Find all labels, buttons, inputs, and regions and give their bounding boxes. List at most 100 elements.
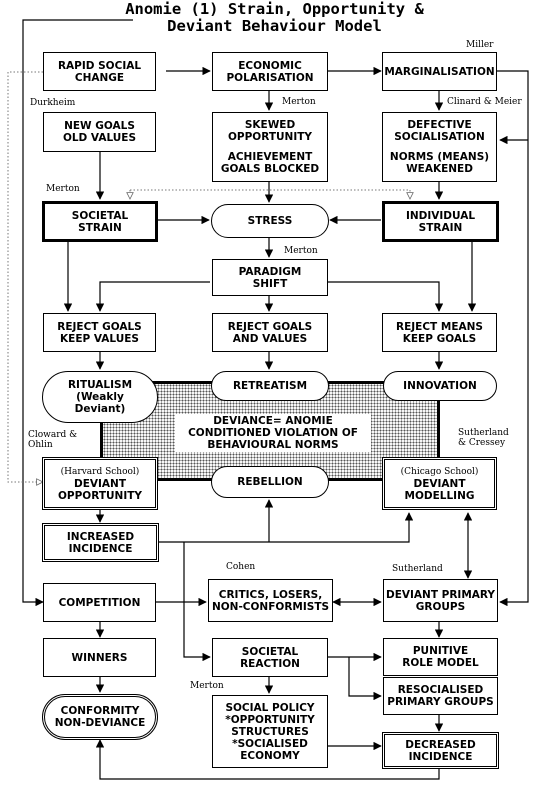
node-text: SOCIETAL: [241, 645, 299, 658]
node-punitive-role-model: PUNITIVE ROLE MODEL: [383, 638, 498, 676]
node-text: RAPID SOCIAL: [57, 59, 142, 72]
label-sutherland: Sutherland: [392, 564, 443, 574]
node-text: STRESS: [247, 215, 293, 227]
node-text: ECONOMY: [240, 749, 300, 762]
node-text: REJECT MEANS: [396, 320, 483, 333]
deviance-line: CONDITIONED VIOLATION OF: [188, 427, 358, 439]
school-label: (Chicago School): [400, 466, 479, 477]
node-text: INDIVIDUAL: [405, 209, 476, 222]
node-text: DEVIANT: [74, 477, 126, 490]
node-text: RITUALISM: [67, 379, 133, 391]
node-text: NEW GOALS: [64, 120, 135, 132]
node-text: OPPORTUNITY: [227, 131, 312, 143]
node-text: OLD VALUES: [62, 132, 137, 144]
title-line-2: Deviant Behaviour Model: [167, 17, 382, 35]
node-innovation: INNOVATION: [383, 371, 497, 401]
label-merton: Merton: [190, 681, 224, 691]
node-text: GOALS BLOCKED: [220, 163, 320, 175]
node-marginalisation: MARGINALISATION: [382, 52, 497, 91]
node-text: DEVIANT: [413, 477, 466, 490]
title-line-1: Anomie (1) Strain, Opportunity &: [125, 0, 424, 18]
node-defective-socialisation: DEFECTIVE SOCIALISATION NORMS (MEANS) WE…: [382, 112, 497, 182]
label-merton: Merton: [284, 246, 318, 256]
node-text: INCIDENCE: [408, 750, 473, 763]
node-societal-reaction: SOCIETAL REACTION: [212, 638, 328, 677]
node-increased-incidence: INCREASED INCIDENCE: [42, 523, 159, 562]
node-new-goals-old-values: NEW GOALS OLD VALUES: [43, 112, 156, 152]
node-text: RESOCIALISED: [397, 684, 484, 696]
node-text: INCIDENCE: [68, 542, 133, 555]
node-text: CHANGE: [74, 71, 125, 84]
node-text: INCREASED: [66, 530, 135, 543]
node-text: PUNITIVE: [412, 645, 469, 657]
node-ritualism: RITUALISM (Weakly Deviant): [42, 371, 158, 423]
node-text: NON-CONFORMISTS: [211, 600, 330, 613]
node-text: PARADIGM: [238, 265, 302, 278]
node-text: PRIMARY GROUPS: [387, 696, 494, 708]
node-reject-means-keep-goals: REJECT MEANS KEEP GOALS: [382, 313, 497, 352]
deviance-line: DEVIANCE= ANOMIE: [213, 415, 333, 427]
label-line: Ohlin: [28, 440, 53, 450]
node-text: NON-DEVIANCE: [54, 717, 146, 729]
node-text: MODELLING: [404, 489, 475, 502]
node-text: REJECT GOALS: [57, 320, 142, 333]
node-text: WINNERS: [71, 651, 128, 664]
node-text: DEVIANT PRIMARY: [385, 588, 496, 601]
node-text: MARGINALISATION: [384, 65, 495, 78]
node-text: SHIFT: [252, 277, 288, 290]
node-text: CRITICS, LOSERS,: [218, 588, 323, 601]
node-reject-goals-and-values: REJECT GOALS AND VALUES: [212, 313, 328, 352]
node-text: *OPPORTUNITY: [225, 713, 315, 726]
deviance-line: BEHAVIOURAL NORMS: [207, 439, 339, 451]
node-text: AND VALUES: [232, 332, 308, 345]
node-text: REBELLION: [237, 476, 303, 488]
label-durkheim: Durkheim: [30, 98, 76, 108]
node-text: REACTION: [240, 657, 300, 670]
label-clinard-meier: Clinard & Meier: [447, 97, 522, 107]
node-skewed-opportunity: SKEWED OPPORTUNITY ACHIEVEMENT GOALS BLO…: [212, 112, 328, 182]
node-deviant-modelling: (Chicago School) DEVIANT MODELLING: [382, 457, 497, 510]
node-text: KEEP GOALS: [402, 332, 477, 345]
node-text: STRAIN: [418, 221, 463, 234]
label-merton: Merton: [46, 184, 80, 194]
node-text: COMPETITION: [58, 596, 141, 609]
label-miller: Miller: [466, 40, 494, 50]
node-retreatism: RETREATISM: [211, 371, 329, 401]
node-text: NORMS (MEANS): [389, 151, 490, 163]
node-rebellion: REBELLION: [211, 466, 329, 498]
node-stress: STRESS: [211, 204, 329, 238]
label-line: Cloward &: [28, 430, 78, 440]
label-cohen: Cohen: [226, 562, 256, 572]
node-rapid-social-change: RAPID SOCIAL CHANGE: [43, 52, 156, 91]
node-social-policy: SOCIAL POLICY *OPPORTUNITY STRUCTURES *S…: [212, 695, 328, 768]
node-text: CONFORMITY: [60, 705, 140, 717]
label-line: & Cressey: [458, 438, 506, 448]
node-text: DECREASED: [405, 738, 476, 751]
deviance-anomie-text: DEVIANCE= ANOMIE CONDITIONED VIOLATION O…: [175, 414, 371, 452]
node-resocialised-primary-groups: RESOCIALISED PRIMARY GROUPS: [383, 677, 498, 715]
node-text: POLARISATION: [226, 71, 314, 84]
node-text: SOCIALISATION: [394, 131, 485, 143]
node-text: Deviant): [74, 403, 126, 415]
node-text: INNOVATION: [403, 380, 477, 392]
diagram-title: Anomie (1) Strain, Opportunity & Deviant…: [0, 1, 549, 35]
label-cloward-ohlin: Cloward & Ohlin: [28, 430, 77, 450]
node-text: OPPORTUNITY: [57, 489, 142, 502]
node-conformity-non-deviance: CONFORMITY NON-DEVIANCE: [42, 694, 158, 740]
node-competition: COMPETITION: [43, 583, 156, 622]
node-societal-strain: SOCIETAL STRAIN: [42, 201, 158, 242]
node-text: ECONOMIC: [238, 59, 302, 72]
node-deviant-primary-groups: DEVIANT PRIMARY GROUPS: [383, 579, 498, 622]
node-text: GROUPS: [415, 600, 466, 613]
label-merton: Merton: [282, 97, 316, 107]
node-reject-goals-keep-values: REJECT GOALS KEEP VALUES: [43, 313, 156, 352]
node-text: *SOCIALISED: [232, 737, 308, 750]
node-individual-strain: INDIVIDUAL STRAIN: [382, 201, 499, 242]
node-text: (Weakly: [76, 391, 124, 403]
label-sutherland-cressey: Sutherland & Cressey: [458, 428, 509, 448]
node-deviant-opportunity: (Harvard School) DEVIANT OPPORTUNITY: [42, 457, 158, 510]
node-critics-losers-non-conformists: CRITICS, LOSERS, NON-CONFORMISTS: [208, 579, 333, 622]
node-text: RETREATISM: [232, 380, 308, 392]
node-text: STRAIN: [78, 221, 122, 234]
node-text: SKEWED: [244, 119, 296, 131]
